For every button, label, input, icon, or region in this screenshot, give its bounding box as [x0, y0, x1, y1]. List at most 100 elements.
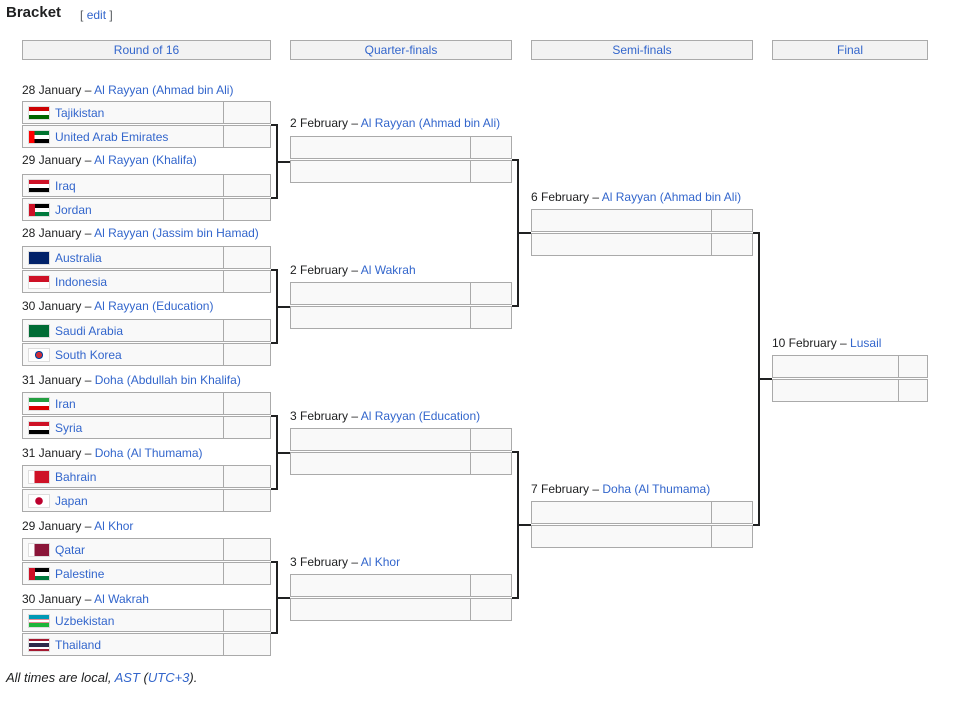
score-cell — [223, 633, 271, 656]
irn-flag-icon — [28, 396, 50, 411]
round-header-r16[interactable]: Round of 16 — [22, 40, 271, 60]
round-header-final[interactable]: Final — [772, 40, 928, 60]
score-cell — [223, 246, 271, 269]
team-name-link[interactable]: Palestine — [55, 566, 105, 581]
ast-link[interactable]: AST — [114, 670, 140, 685]
team-row: South Korea — [22, 343, 224, 366]
venue-link[interactable]: Al Rayyan (Education) — [94, 299, 214, 313]
match-date-venue: 10 February – Lusail — [772, 336, 882, 350]
team-name-link[interactable]: Syria — [55, 420, 83, 435]
team-row: Thailand — [22, 633, 224, 656]
match-date-venue: 3 February – Al Khor — [290, 555, 401, 569]
bracket-connector — [271, 488, 278, 490]
score-cell — [470, 428, 512, 451]
team-row — [531, 233, 712, 256]
team-name-link[interactable]: Saudi Arabia — [55, 323, 124, 338]
bhr-flag-icon — [28, 469, 50, 484]
team-name-link[interactable]: Iraq — [55, 178, 76, 193]
bracket-connector — [753, 232, 760, 234]
team-name-link[interactable]: Iran — [55, 396, 76, 411]
tha-flag-icon — [28, 637, 50, 652]
team-name-link[interactable]: Tajikistan — [55, 105, 105, 120]
score-cell — [223, 101, 271, 124]
team-row — [290, 452, 471, 475]
bracket-connector — [271, 632, 278, 634]
jor-flag-icon — [28, 202, 50, 217]
venue-link[interactable]: Al Rayyan (Ahmad bin Ali) — [360, 116, 501, 130]
score-cell — [470, 598, 512, 621]
syr-flag-icon — [28, 420, 50, 435]
footer-note: All times are local, AST (UTC+3). — [6, 670, 198, 685]
team-row — [290, 306, 471, 329]
match-date-venue: 6 February – Al Rayyan (Ahmad bin Ali) — [531, 190, 742, 204]
bracket-connector — [271, 124, 278, 126]
venue-link[interactable]: Al Khor — [94, 519, 134, 533]
team-name-link[interactable]: Bahrain — [55, 469, 97, 484]
utc-link[interactable]: UTC+3 — [147, 670, 190, 685]
uzb-flag-icon — [28, 613, 50, 628]
bracket-connector — [276, 161, 290, 163]
venue-link[interactable]: Al Wakrah — [360, 263, 416, 277]
score-cell — [711, 233, 753, 256]
bracket-connector — [271, 197, 278, 199]
bracket-connector — [271, 415, 278, 417]
match-date-venue: 30 January – Al Wakrah — [22, 592, 149, 606]
bracket-connector — [512, 451, 519, 453]
team-name-link[interactable]: Australia — [55, 250, 102, 265]
score-cell — [223, 465, 271, 488]
score-cell — [223, 562, 271, 585]
venue-link[interactable]: Doha (Al Thumama) — [602, 482, 711, 496]
bracket-connector — [276, 306, 290, 308]
score-cell — [711, 501, 753, 524]
score-cell — [470, 452, 512, 475]
venue-link[interactable]: Doha (Abdullah bin Khalifa) — [94, 373, 241, 387]
venue-link[interactable]: Doha (Al Thumama) — [94, 446, 203, 460]
round-header-sf[interactable]: Semi-finals — [531, 40, 753, 60]
venue-link[interactable]: Al Rayyan (Khalifa) — [94, 153, 197, 167]
edit-link[interactable]: edit — [86, 8, 107, 22]
team-row: Uzbekistan — [22, 609, 224, 632]
team-row: Australia — [22, 246, 224, 269]
venue-link[interactable]: Lusail — [850, 336, 882, 350]
venue-link[interactable]: Al Rayyan (Ahmad bin Ali) — [601, 190, 742, 204]
score-cell — [711, 525, 753, 548]
team-name-link[interactable]: Jordan — [55, 202, 92, 217]
venue-link[interactable]: Al Rayyan (Education) — [360, 409, 481, 423]
team-name-link[interactable]: Qatar — [55, 542, 86, 557]
venue-link[interactable]: Al Khor — [360, 555, 401, 569]
team-row — [290, 574, 471, 597]
team-name-link[interactable]: Japan — [55, 493, 88, 508]
bracket-connector — [271, 561, 278, 563]
match-date-venue: 31 January – Doha (Al Thumama) — [22, 446, 203, 460]
bracket-connector — [517, 524, 531, 526]
match-date-venue: 2 February – Al Wakrah — [290, 263, 416, 277]
venue-link[interactable]: Al Rayyan (Ahmad bin Ali) — [94, 83, 234, 97]
uae-flag-icon — [28, 129, 50, 144]
team-name-link[interactable]: Thailand — [55, 637, 102, 652]
team-row: Palestine — [22, 562, 224, 585]
page-title: Bracket — [6, 4, 62, 21]
team-row — [531, 209, 712, 232]
match-date-venue: 29 January – Al Khor — [22, 519, 134, 533]
kor-flag-icon — [28, 347, 50, 362]
edit-section: [ edit ] — [80, 8, 113, 22]
team-name-link[interactable]: South Korea — [55, 347, 122, 362]
bracket-connector — [271, 269, 278, 271]
round-header-qf[interactable]: Quarter-finals — [290, 40, 512, 60]
venue-link[interactable]: Al Rayyan (Jassim bin Hamad) — [94, 226, 259, 240]
aus-flag-icon — [28, 250, 50, 265]
score-cell — [470, 136, 512, 159]
bracket-connector — [753, 524, 760, 526]
team-name-link[interactable]: United Arab Emirates — [55, 129, 169, 144]
ksa-flag-icon — [28, 323, 50, 338]
score-cell — [223, 125, 271, 148]
tjk-flag-icon — [28, 105, 50, 120]
bracket-connector — [276, 597, 290, 599]
team-row — [290, 428, 471, 451]
bracket-connector — [517, 232, 531, 234]
venue-link[interactable]: Al Wakrah — [94, 592, 149, 606]
bracket-connector — [271, 342, 278, 344]
team-name-link[interactable]: Indonesia — [55, 274, 108, 289]
team-row: Iraq — [22, 174, 224, 197]
team-name-link[interactable]: Uzbekistan — [55, 613, 115, 628]
